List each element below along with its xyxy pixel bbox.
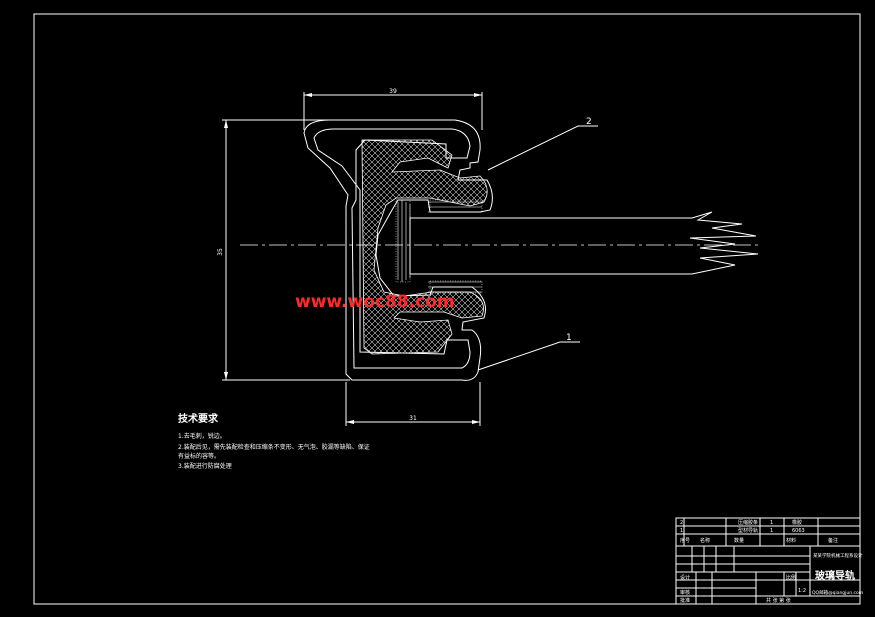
tech-item-3: 有益标的容等。	[178, 452, 220, 460]
tb-scale-value: 1:2	[798, 588, 806, 594]
upper-teeth-block	[429, 199, 483, 213]
tb-designer-label: 设计	[680, 574, 690, 581]
tb-header-note: 备注	[828, 537, 838, 544]
dim-left-label: 35	[217, 248, 224, 256]
tb-row2-qty: 1	[770, 520, 773, 526]
dim-bottom	[345, 382, 481, 426]
title-block	[675, 517, 861, 605]
leader-2	[487, 125, 598, 171]
tb-row1-qty: 1	[770, 528, 773, 534]
tb-row1-name: 型材导轨	[738, 527, 758, 534]
tb-header-material: 材料	[786, 537, 796, 544]
part-label-1: 1	[566, 333, 572, 343]
tb-header-name: 名称	[700, 537, 710, 544]
tb-row2-name: 压缩胶条	[738, 519, 758, 526]
tech-title: 技术要求	[178, 412, 219, 425]
tb-row2-material: 橡胶	[792, 519, 802, 526]
tb-scale-label: 比例	[786, 574, 796, 581]
tech-item-2: 2.装配后见，需先装配检查和压缩条不变形、无气泡、胶漏等缺陷、保证	[178, 443, 370, 451]
seal-teeth	[397, 200, 482, 293]
tb-drawing-name: 玻璃导轨	[815, 569, 855, 582]
tb-header-qty: 数量	[734, 537, 744, 544]
side-teeth-block	[395, 199, 411, 283]
tb-school: 某某学院机械工程系设计	[813, 552, 863, 559]
leader-1	[477, 341, 580, 371]
part-label-2: 2	[586, 117, 592, 127]
dim-left	[222, 119, 350, 381]
tb-sheet-label: 共 张 第 张	[766, 597, 791, 604]
tb-header-no: 序号	[680, 537, 690, 544]
tech-item-1: 1.去毛刺，锐边。	[178, 432, 226, 440]
lower-teeth-block	[429, 280, 483, 294]
tb-email: QQ邮箱@qiangjun.com	[812, 589, 863, 596]
tb-check-label: 审核	[680, 589, 690, 596]
tb-row2-no: 2	[680, 520, 683, 526]
glass-panel	[409, 211, 759, 275]
tech-item-4: 3.装配进行防腐处理	[178, 462, 232, 470]
rubber-seal	[361, 139, 488, 355]
watermark-text: www.woc88.com	[295, 292, 455, 312]
tb-row1-no: 1	[680, 528, 683, 534]
tb-approve-label: 批准	[680, 597, 690, 604]
dim-top	[303, 92, 483, 130]
profile-outer-contour	[303, 119, 493, 381]
dim-top-label: 39	[389, 88, 397, 95]
sheet-border	[33, 13, 861, 605]
tb-row1-material: 6063	[792, 528, 805, 534]
dim-bottom-label: 31	[409, 415, 417, 422]
